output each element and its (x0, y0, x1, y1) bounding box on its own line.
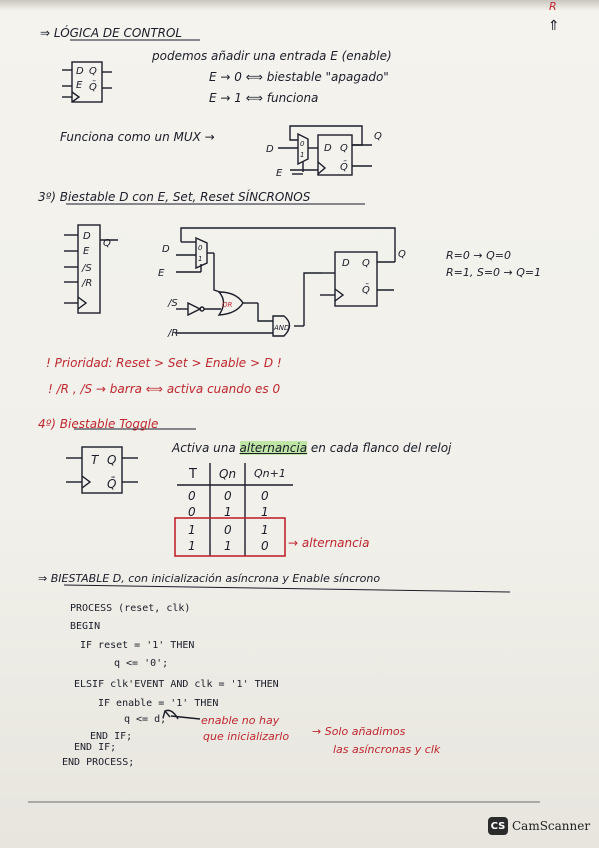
circuit-ff-d: D (342, 258, 350, 269)
reset-equation: R=0 → Q=0 (446, 249, 511, 262)
toggle-desc-highlight: alternancia (239, 441, 308, 455)
table-cell: 1 (261, 523, 269, 537)
table-cell: 0 (188, 505, 196, 519)
mux-d-input: D (266, 144, 274, 155)
table-header-qn: Qn (219, 467, 237, 481)
toggle-t: T (91, 453, 100, 467)
camscanner-watermark: CS CamScanner (488, 817, 590, 835)
section1-heading: ⇒ LÓGICA DE CONTROL (40, 26, 183, 40)
section1-heading-text: LÓGICA DE CONTROL (53, 26, 183, 40)
code-line: END IF; (90, 731, 133, 742)
block-d: D (83, 231, 91, 242)
enable-note: podemos añadir una entrada E (enable) (152, 49, 392, 63)
code-line: IF reset = '1' THEN (80, 640, 195, 651)
async-comment-1: → Solo añadimos (312, 725, 406, 738)
block-s: /S (81, 263, 92, 274)
and-gate (272, 315, 291, 337)
ff-q-label: Q (89, 66, 97, 77)
edge-letter: R (549, 0, 557, 13)
ff-e-label: E (76, 80, 83, 91)
priority-note: ! Prioridad: Reset > Set > Enable > D ! (46, 356, 282, 370)
adjacent-page-edge: R ⇑ (540, 0, 599, 55)
mux-e-input: E (276, 168, 283, 179)
and-label: AND (273, 324, 290, 332)
page-top-shadow (0, 0, 599, 10)
mux-shape (297, 132, 309, 166)
code-line: q <= '0'; (114, 658, 169, 669)
mux-ff-d: D (324, 143, 332, 154)
enable-comment-2: que inicializarlo (203, 730, 290, 743)
alternation-label: → alternancia (288, 536, 370, 550)
toggle-desc-part2: en cada flanco del reloj (310, 441, 452, 455)
circuit-mux-1: 1 (198, 255, 202, 263)
ff-enable-block (71, 61, 103, 103)
circuit-mux (195, 236, 208, 270)
circuit-mux-0: 0 (198, 244, 203, 252)
code-line: BEGIN (70, 621, 101, 632)
table-cell: 1 (224, 505, 232, 519)
toggle-qbar: Q̄ (107, 477, 116, 491)
table-cell: 0 (224, 523, 232, 537)
circuit-e: E (158, 268, 165, 279)
section4-heading: ⇒ BIESTABLE D, con inicialización asíncr… (38, 572, 381, 585)
circuit-s: /S (167, 298, 178, 309)
mux-q-output: Q (374, 131, 382, 142)
mux-ff-qbar: Q̄ (340, 160, 348, 173)
ff-qbar-label: Q̄ (89, 80, 97, 93)
mux-in-1: 1 (300, 151, 304, 159)
enable-off-note: E → 0 ⟺ biestable "apagado" (209, 70, 389, 84)
code-line: IF enable = '1' THEN (98, 698, 219, 709)
block-q: Q (103, 238, 111, 249)
or-gate (217, 291, 244, 316)
block-r: /R (81, 278, 92, 289)
circuit-out-q: Q (398, 249, 406, 260)
edge-arrow-icon: ⇑ (548, 18, 560, 34)
enable-comment-1: enable no hay (201, 714, 280, 727)
table-cell: 0 (224, 489, 232, 503)
async-comment-2: las asíncronas y clk (333, 743, 441, 756)
table-cell: 0 (261, 489, 269, 503)
mux-note: Funciona como un MUX → (60, 130, 215, 144)
circuit-ff-block (334, 251, 378, 307)
code-line: PROCESS (reset, clk) (70, 603, 191, 614)
toggle-q: Q (107, 453, 116, 467)
table-header-t: T (189, 467, 197, 482)
active-low-note: ! /R , /S → barra ⟺ activa cuando es 0 (48, 382, 281, 396)
toggle-desc-part1: Activa una (172, 441, 236, 455)
camscanner-logo-icon: CS (488, 817, 508, 835)
alternation-box (174, 517, 286, 557)
circuit-r: /R (167, 328, 178, 339)
set-equation: R=1, S=0 → Q=1 (446, 266, 542, 279)
table-cell: 1 (188, 523, 196, 537)
enable-on-note: E → 1 ⟺ funciona (209, 91, 319, 105)
code-line: q <= d; (124, 714, 167, 725)
or-label: OR (222, 301, 233, 309)
ff-toggle-block (81, 446, 123, 494)
section3-heading: 4º) Biestable Toggle (38, 417, 159, 431)
table-cell: 1 (188, 539, 196, 553)
code-line: END PROCESS; (62, 757, 135, 768)
ff-d-label: D (76, 66, 84, 77)
table-cell: 0 (188, 489, 196, 503)
mux-in-0: 0 (300, 140, 305, 148)
mux-ff-q: Q (340, 143, 348, 154)
section2-heading: 3º) Biestable D con E, Set, Reset SÍNCRO… (38, 190, 311, 204)
mux-ff-block (317, 134, 353, 176)
table-cell: 0 (261, 539, 269, 553)
table-header-qn1: Qn+1 (254, 467, 286, 480)
toggle-description: Activa una alternancia en cada flanco de… (172, 441, 451, 455)
code-line: END IF; (74, 742, 117, 753)
camscanner-brand: CamScanner (512, 819, 591, 833)
table-cell: 1 (261, 505, 269, 519)
circuit-ff-qbar: Q̄ (362, 283, 370, 296)
ff-set-reset-block (77, 224, 101, 314)
circuit-d: D (162, 244, 170, 255)
table-cell: 1 (224, 539, 232, 553)
not-gate (187, 301, 202, 317)
code-line: ELSIF clk'EVENT AND clk = '1' THEN (74, 679, 279, 690)
block-e: E (83, 246, 90, 257)
circuit-ff-q: Q (362, 258, 370, 269)
